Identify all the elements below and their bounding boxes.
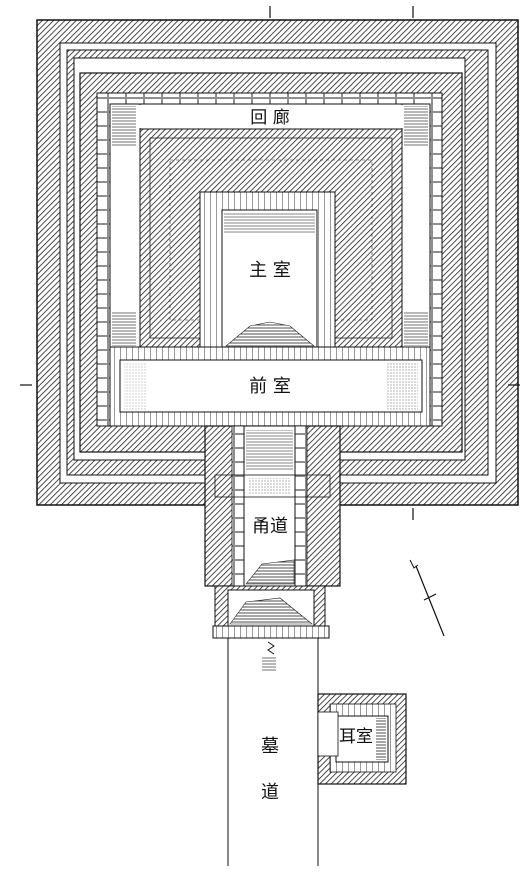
ramp-label-1: 墓 — [261, 736, 279, 757]
front-chamber-stipple — [124, 362, 146, 410]
passage-door-stipple — [248, 478, 290, 494]
front-chamber-label: 前 室 — [249, 376, 291, 397]
side-chamber-label: 耳室 — [339, 727, 373, 747]
north-arrow-icon — [409, 559, 445, 637]
side-chamber-shade — [376, 718, 386, 760]
entrance-sill — [212, 625, 330, 639]
passage-floor-pile — [245, 559, 295, 585]
corridor-top-clean — [111, 105, 429, 128]
ramp-small-glyphs — [262, 656, 276, 672]
main-chamber-floor-pile — [225, 321, 315, 347]
main-chamber-label: 主 室 — [249, 260, 291, 281]
corner-shade — [112, 106, 136, 146]
passage-label: 甬道 — [252, 516, 288, 537]
entrance-floor-pile — [229, 597, 313, 625]
corner-shade — [404, 106, 428, 146]
corner-shade — [112, 312, 136, 346]
ramp-label-2: 道 — [261, 782, 279, 803]
front-chamber — [119, 359, 423, 413]
front-chamber-stipple — [386, 362, 418, 410]
main-chamber-shade — [224, 212, 315, 234]
passage-shade — [246, 430, 293, 470]
ramp-seal-mark — [267, 641, 275, 655]
corridor-label: 回 廊 — [250, 108, 289, 128]
passage-door-frame — [214, 474, 331, 498]
corner-shade — [404, 312, 428, 346]
side-chamber-entry — [317, 711, 339, 757]
